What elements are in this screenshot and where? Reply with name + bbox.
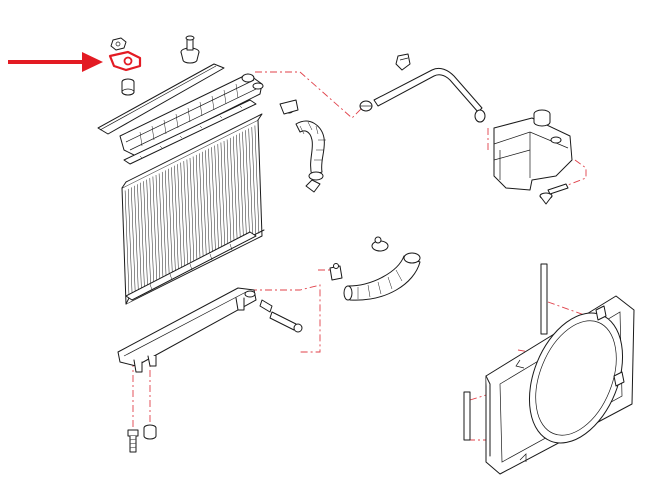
core-fin [174,165,179,274]
temp-sensor-icon [259,299,303,333]
overflow-hose [373,67,486,123]
radiator-cap-bracket [108,50,142,72]
grommet-icon [121,78,135,96]
lower-seal-strip [125,231,257,301]
hose-clamp-icon [359,100,373,112]
core-fin [223,140,229,250]
core-fin [158,173,164,282]
core-fin [155,174,161,284]
mount-bolt-icon [180,35,200,64]
core-fin [217,144,223,253]
core-fin [214,145,219,254]
core-fin [165,170,170,279]
core-fin [239,133,244,242]
core-fin [180,162,185,271]
core-fin [208,148,213,257]
core-fin [146,179,151,288]
core-fin [229,137,235,246]
core-fin [202,151,207,260]
core-fin [251,127,257,236]
core-fin [220,142,226,251]
lower-hose [343,252,421,301]
core-fin [233,136,238,245]
core-fin [205,150,210,259]
screw-icon [539,183,569,205]
core-fin [236,134,241,243]
core-fin [161,171,167,280]
core-fin [131,187,136,296]
core-fin [226,139,232,248]
upper-tank [119,73,264,157]
core-fin [127,188,133,297]
core-fin [177,164,182,273]
fan-shroud [485,295,635,475]
core-fin [211,147,216,256]
nut-icon [110,37,127,51]
core-fin [195,154,201,263]
core-fin [149,178,155,287]
core-fin [137,184,142,293]
drain-plug [127,424,157,453]
upper-hose [279,99,326,193]
leader-lines [132,71,633,441]
core-fin [254,125,260,234]
core-fin [143,181,148,290]
core-fin [199,153,204,262]
core-fin [124,190,130,299]
upper-seal-strip [97,63,225,135]
core-fin [168,168,173,277]
core-fin [152,176,158,285]
core-fin [183,161,189,270]
hose-clip-icon [395,53,411,71]
lower-tank [117,287,257,373]
core-fin [186,159,192,268]
core-fin [242,131,247,240]
hose-clamp-lower-icon [329,236,389,281]
reservoir-tank [493,109,573,191]
core-fin [192,156,198,265]
upper-tank-seal [123,99,257,165]
pointer-arrow-icon [8,52,103,72]
core-fin [171,167,176,276]
core-fin [248,128,253,237]
core-fin [245,130,250,239]
core-fin [189,157,195,267]
core-fin [140,182,145,291]
shroud-seal-strip [463,263,548,441]
core-fin [134,185,139,294]
